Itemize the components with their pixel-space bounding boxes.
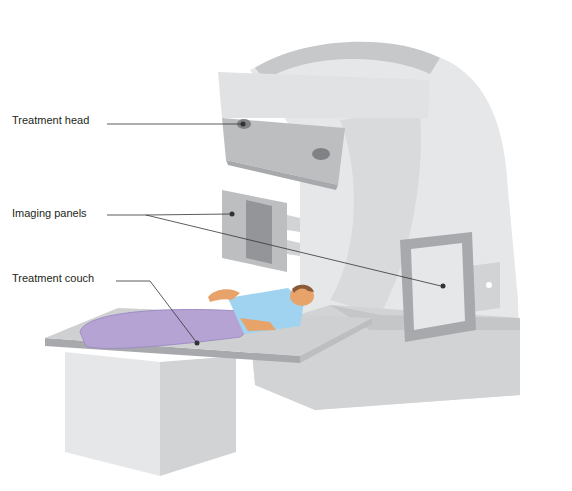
panel-arm [287, 215, 300, 256]
imaging-panel [222, 190, 287, 272]
imaging-panel [400, 232, 476, 342]
leader-line [107, 124, 242, 125]
imaging-panel-face [246, 200, 272, 264]
leader-dot [195, 341, 200, 346]
couch-top [45, 308, 372, 356]
leader-line [146, 215, 441, 286]
leader-dot [441, 284, 446, 289]
patient-arm [208, 289, 240, 302]
callout-label: Imaging panels [11, 206, 88, 220]
head-top [218, 72, 430, 118]
patient-blanket [80, 310, 247, 349]
head-port [312, 148, 330, 160]
leader-dot [230, 212, 235, 217]
head-edge [226, 160, 338, 190]
couch-pedestal-side [160, 356, 236, 476]
leader-line [107, 214, 231, 215]
couch-pedestal [65, 352, 160, 476]
callout-label: Treatment head [11, 113, 90, 127]
leader-dot [241, 122, 246, 127]
callout-label: Treatment couch [11, 271, 95, 285]
patient-hair [292, 285, 314, 293]
panel-arm-dot [486, 282, 492, 288]
patient-hand [240, 318, 276, 331]
imaging-panel-face [411, 243, 465, 330]
gantry-top [255, 42, 440, 80]
leader-line [116, 281, 197, 343]
